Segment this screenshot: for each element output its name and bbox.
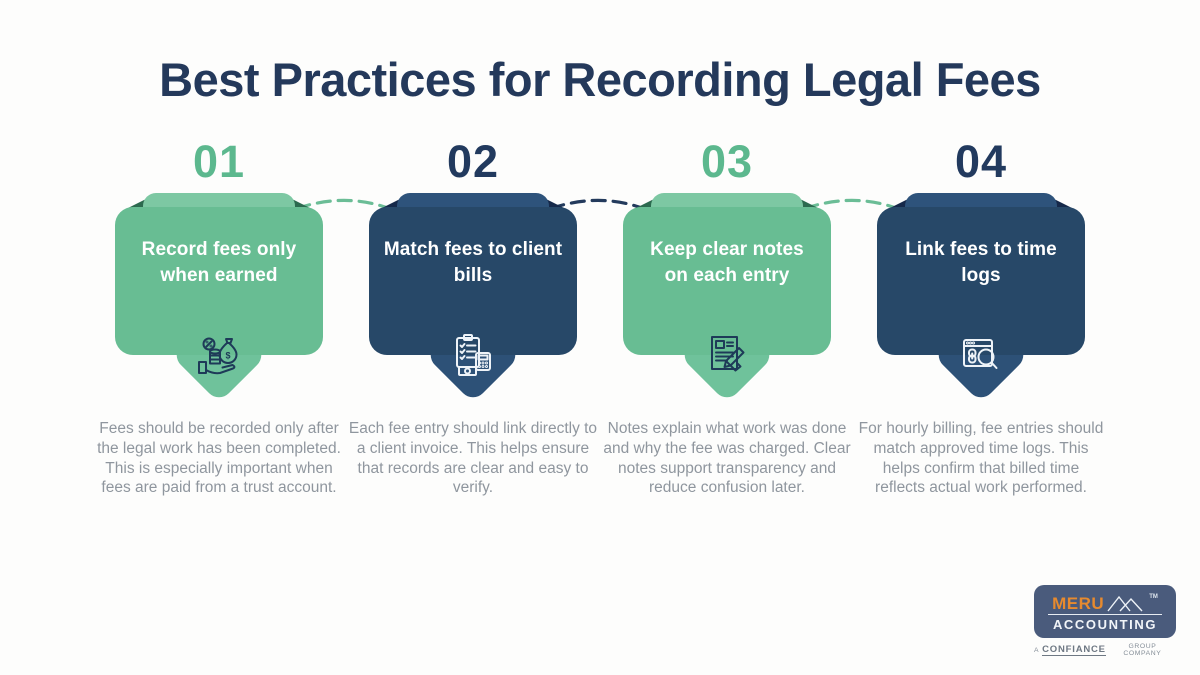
steps-row: 01 Record fees only when earned $ (0, 133, 1200, 498)
step-1-card: Record fees only when earned $ (115, 193, 323, 404)
step-3-card: Keep clear notes on each entry (623, 193, 831, 404)
step-2-heading: Match fees to client bills (383, 239, 563, 286)
step-3-number: 03 (700, 136, 754, 187)
step-2-description: Each fee entry should link directly to a… (348, 420, 598, 497)
step-3: 03 Keep clear notes on each entry (600, 133, 854, 498)
tagline-suffix: GROUP COMPANY (1123, 643, 1162, 657)
logo-box: MERU TM ACCOUNTING (1034, 585, 1176, 638)
step-3-heading: Keep clear notes on each entry (650, 239, 804, 286)
step-3-description: Notes explain what work was done and why… (603, 420, 851, 497)
step-4: 04 Link fees to time logs (854, 133, 1108, 498)
step-2-card: Match fees to client bills (369, 193, 577, 404)
step-2-number: 02 (446, 136, 500, 187)
logo-brand-name: MERU (1052, 594, 1105, 613)
step-4-number: 04 (954, 136, 1008, 187)
logo-tagline: A CONFIANCE GROUP COMPANY (1034, 643, 1176, 657)
brand-logo: MERU TM ACCOUNTING A CONFIANCE GROUP COM… (1034, 585, 1176, 657)
page-title: Best Practices for Recording Legal Fees (159, 53, 1041, 106)
step-4-card: Link fees to time logs (877, 193, 1085, 404)
money-bag-hand-icon: $ (198, 337, 238, 375)
step-2: 02 Match fees to client bills (346, 133, 600, 498)
step-1-description: Fees should be recorded only after the l… (97, 420, 341, 497)
step-4-description: For hourly billing, fee entries should m… (858, 420, 1104, 497)
svg-text:$: $ (226, 351, 231, 361)
step-1-number: 01 (192, 136, 246, 187)
step-1-heading: Record fees only when earned (141, 239, 297, 286)
step-4-heading: Link fees to time logs (905, 239, 1057, 286)
browser-link-search-icon (963, 339, 998, 369)
document-pen-icon (711, 336, 745, 372)
step-1: 01 Record fees only when earned $ (92, 133, 346, 498)
tagline-brand: CONFIANCE (1042, 643, 1106, 657)
tagline-prefix: A (1034, 646, 1040, 654)
clipboard-calculator-icon (456, 334, 491, 376)
mountains-icon (1107, 595, 1143, 612)
logo-brand-sub: ACCOUNTING (1052, 617, 1158, 632)
trademark-symbol: TM (1149, 594, 1158, 600)
